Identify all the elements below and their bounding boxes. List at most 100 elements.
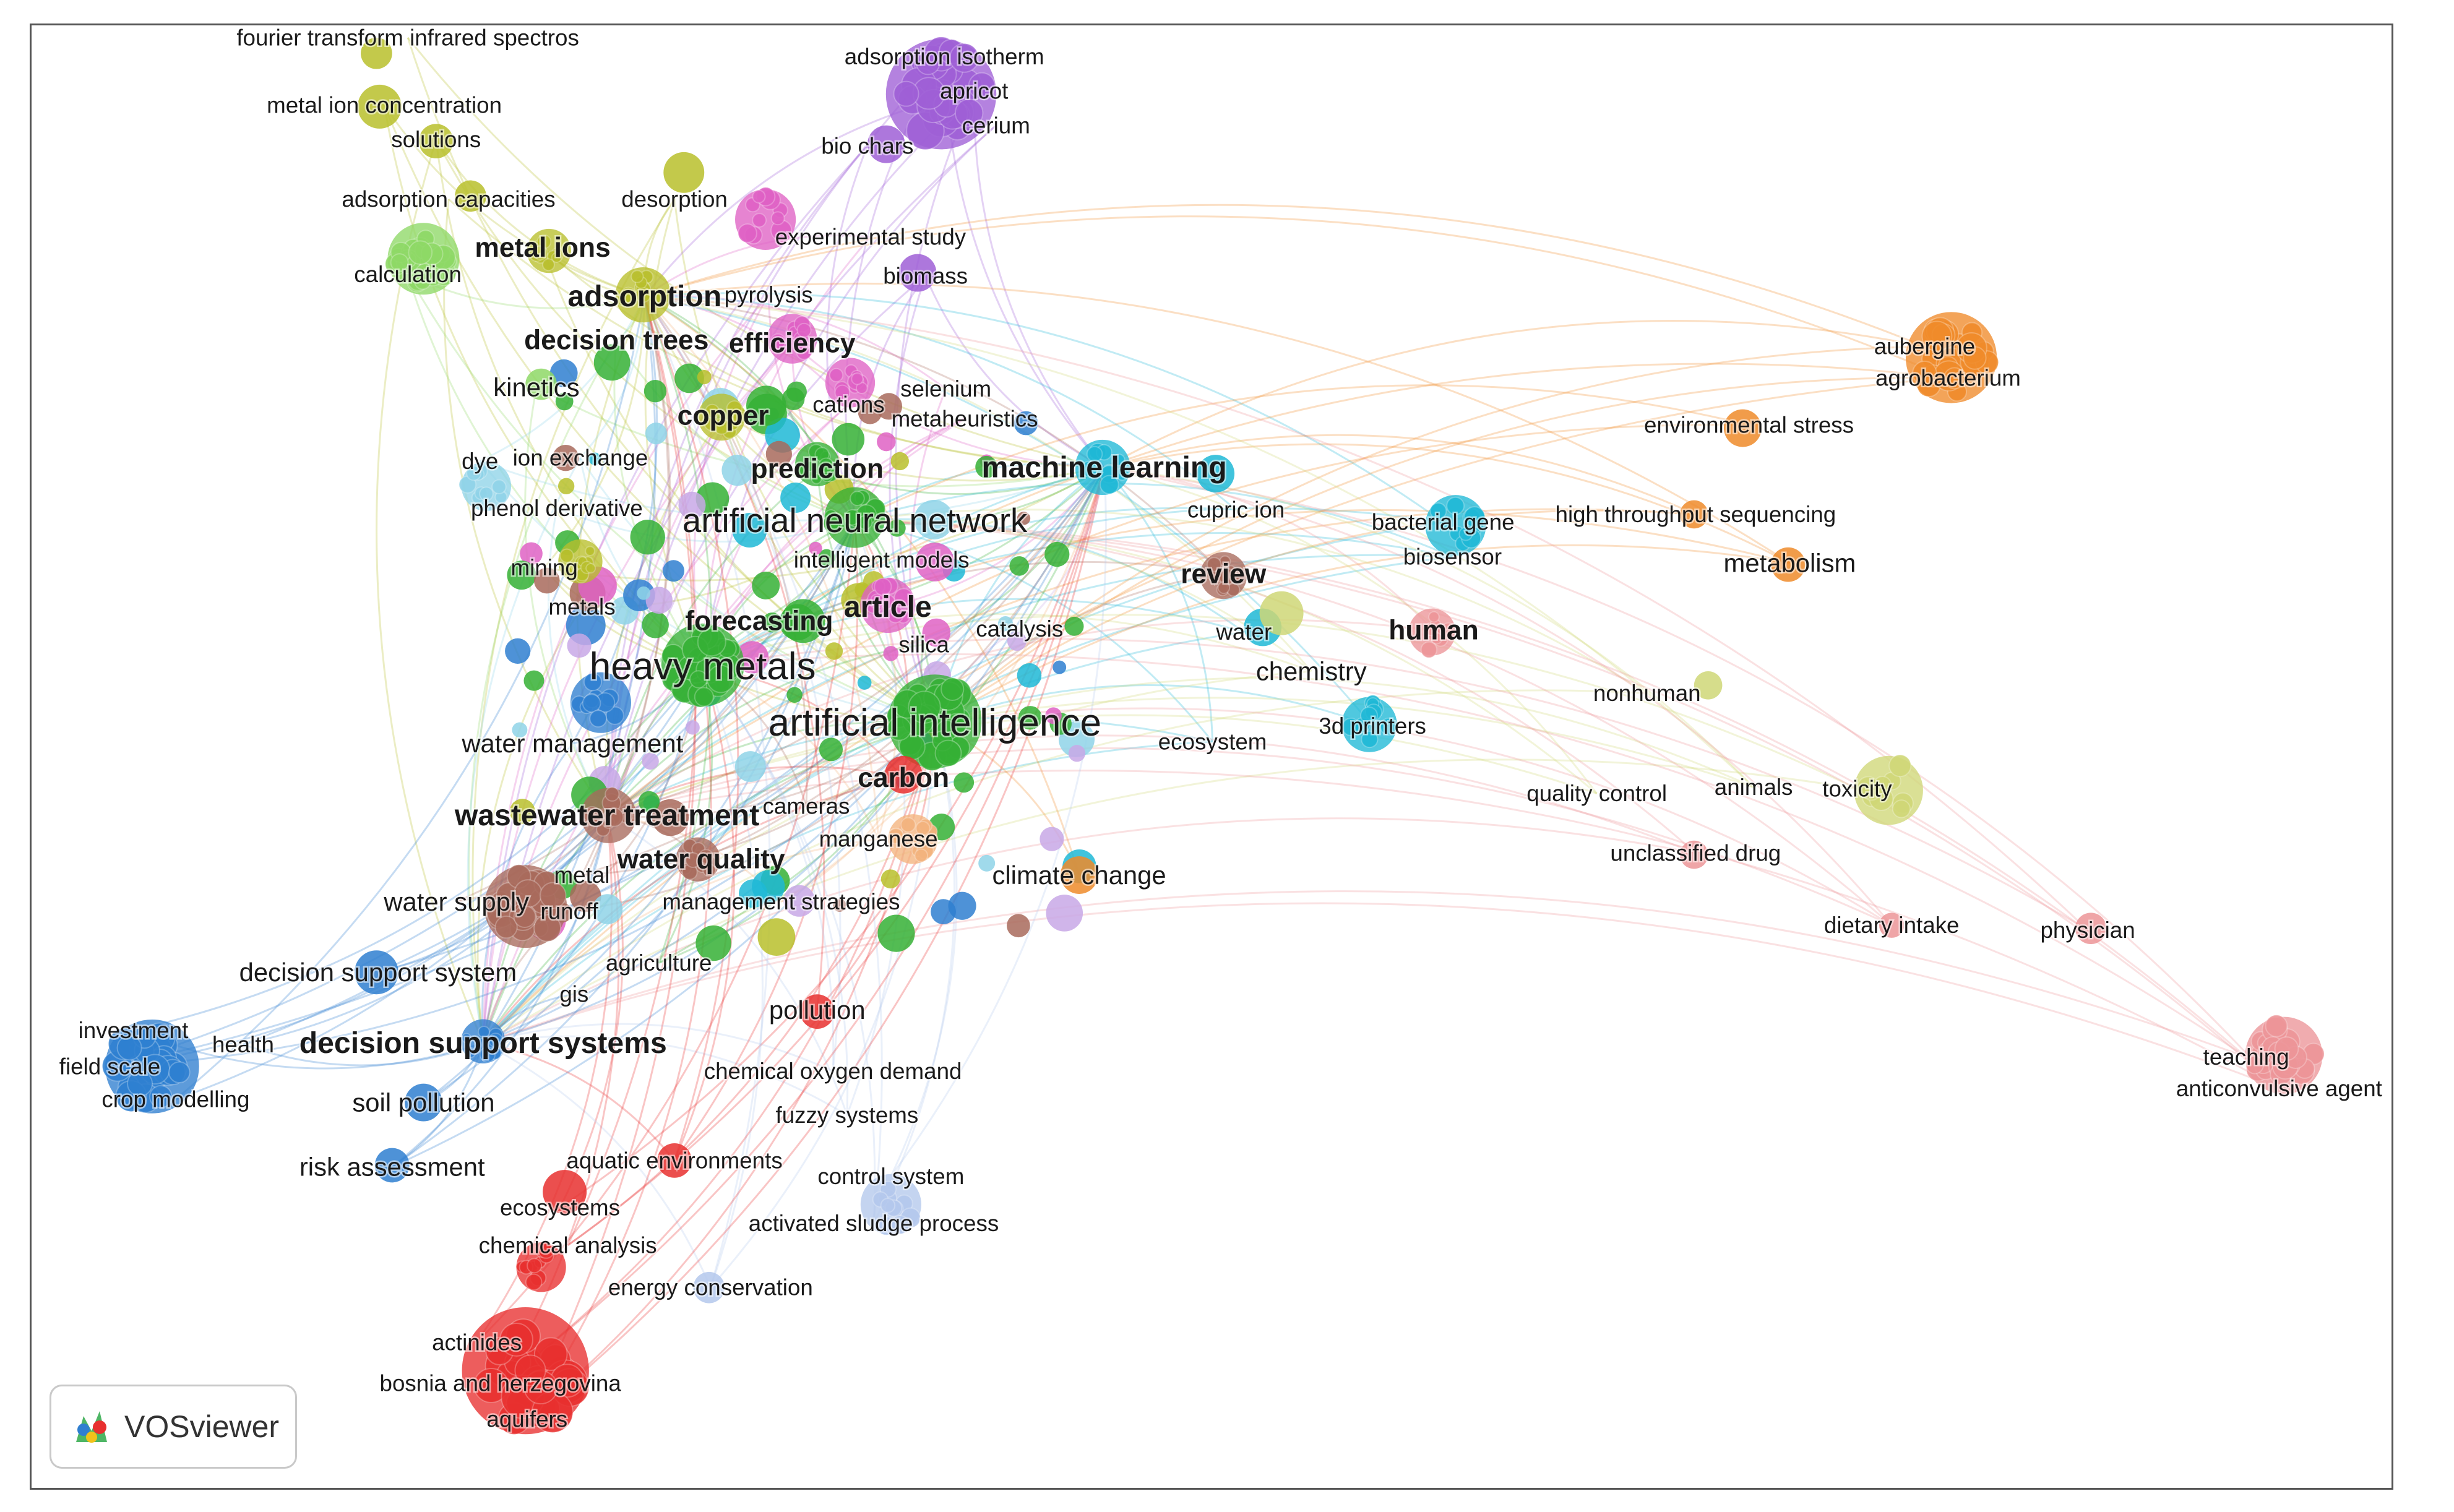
minor-node[interactable] [915, 543, 955, 582]
node-pollution[interactable] [799, 994, 835, 1029]
node-copper[interactable] [698, 393, 747, 441]
minor-node[interactable] [1017, 512, 1031, 525]
node-label-physician[interactable]: physician [2039, 916, 2137, 944]
node-label-management-strategies[interactable]: management strategies [661, 888, 902, 916]
node-aubergine[interactable] [1905, 312, 1999, 403]
node-label-aquifers[interactable]: aquifers [485, 1405, 569, 1433]
node-bio-chars[interactable] [867, 125, 905, 163]
node-forecasting[interactable] [781, 599, 825, 643]
node-label-human[interactable]: human [1387, 614, 1480, 647]
node-label-silica[interactable]: silica [897, 630, 951, 659]
minor-node[interactable] [732, 513, 767, 548]
node-label-soil-pollution[interactable]: soil pollution [351, 1086, 496, 1119]
minor-node[interactable] [765, 440, 793, 468]
node-human[interactable] [1408, 608, 1457, 659]
minor-node[interactable] [697, 370, 712, 385]
minor-node[interactable] [954, 772, 975, 793]
minor-node[interactable] [762, 612, 783, 633]
minor-node[interactable] [638, 791, 660, 812]
minor-node[interactable] [567, 633, 592, 658]
minor-node[interactable] [520, 542, 543, 565]
minor-node[interactable] [809, 541, 822, 556]
minor-node[interactable] [832, 423, 865, 456]
node-label-chemical-analysis[interactable]: chemical analysis [477, 1231, 658, 1260]
node-metal-ions[interactable] [527, 228, 571, 273]
node-label-adsorption-capacities[interactable]: adsorption capacities [340, 185, 557, 213]
minor-node[interactable] [1009, 556, 1030, 576]
node-physician[interactable] [2075, 913, 2107, 945]
node-label-forecasting[interactable]: forecasting [684, 604, 835, 638]
minor-node[interactable] [663, 560, 684, 582]
node-label-3d-printers[interactable]: 3d printers [1317, 712, 1428, 741]
node-label-agrobacterium[interactable]: agrobacterium [1874, 364, 2023, 392]
node-adsorption-capacities[interactable] [455, 180, 486, 212]
node-label-health[interactable]: health [210, 1030, 275, 1059]
node-label-actinides[interactable]: actinides [431, 1328, 523, 1357]
minor-node[interactable] [1053, 660, 1067, 674]
node-toxicity[interactable] [1854, 754, 1923, 825]
node-label-metabolism[interactable]: metabolism [1722, 547, 1858, 579]
minor-node[interactable] [533, 567, 560, 594]
node-ecosystems[interactable] [543, 1170, 587, 1214]
minor-node[interactable] [978, 854, 996, 872]
node-label-water-supply[interactable]: water supply [382, 886, 531, 918]
minor-node[interactable] [505, 638, 531, 664]
node-label-metal-ion-concentration[interactable]: metal ion concentration [265, 91, 504, 119]
node-label-energy-conservation[interactable]: energy conservation [606, 1273, 814, 1302]
node-soil-pollution[interactable] [405, 1083, 442, 1122]
minor-node[interactable] [1064, 616, 1084, 636]
node-label-wastewater-treatment[interactable]: wastewater treatment [452, 797, 760, 834]
minor-node[interactable] [877, 432, 896, 452]
minor-node[interactable] [914, 500, 954, 539]
minor-node[interactable] [780, 483, 811, 513]
minor-node[interactable] [642, 752, 659, 770]
node-label-review[interactable]: review [1179, 557, 1268, 591]
minor-node[interactable] [637, 586, 651, 600]
node-high-throughput-sequencing[interactable] [1679, 500, 1708, 529]
node-label-cerium[interactable]: cerium [960, 111, 1031, 140]
node-label-metal-ions[interactable]: metal ions [473, 231, 612, 265]
node-water-management[interactable] [570, 672, 631, 733]
node-label-manganese[interactable]: manganese [817, 825, 939, 853]
minor-node[interactable] [880, 869, 900, 889]
node-label-pollution[interactable]: pollution [767, 994, 867, 1026]
node-label-efficiency[interactable]: efficiency [727, 327, 857, 360]
node-metal-ion-concentration[interactable] [357, 84, 402, 129]
minor-node[interactable] [757, 918, 796, 956]
node-label-biomass[interactable]: biomass [882, 262, 970, 290]
node-mining[interactable] [558, 539, 603, 584]
node-label-investment[interactable]: investment [77, 1016, 190, 1044]
minor-node[interactable] [552, 444, 579, 471]
minor-node[interactable] [593, 344, 631, 381]
node-energy-conservation[interactable] [693, 1271, 725, 1304]
node-label-biosensor[interactable]: biosensor [1401, 543, 1503, 571]
minor-node[interactable] [570, 880, 601, 913]
node-environmental-stress[interactable] [1723, 409, 1762, 447]
node-label-phenol-derivative[interactable]: phenol derivative [469, 494, 644, 522]
minor-node[interactable] [507, 561, 536, 590]
node-label-water-quality[interactable]: water quality [615, 843, 786, 876]
node-climate-change[interactable] [1060, 856, 1098, 894]
minor-node[interactable] [555, 392, 574, 411]
node-label-ecosystems[interactable]: ecosystems [498, 1193, 621, 1222]
minor-node[interactable] [695, 925, 731, 961]
node-label-control-system[interactable]: control system [816, 1162, 966, 1190]
node-label-bio-chars[interactable]: bio chars [820, 132, 915, 160]
node-experimental-study[interactable] [735, 186, 796, 250]
node-cations[interactable] [825, 358, 876, 408]
node-label-machine-learning[interactable]: machine learning [980, 449, 1228, 486]
node-label-solutions[interactable]: solutions [390, 126, 483, 154]
node-label-anticonvulsive-agent[interactable]: anticonvulsive agent [2174, 1074, 2383, 1102]
node-adsorption[interactable] [615, 267, 671, 323]
node-label-artificial-intelligence[interactable]: artificial intelligence [767, 700, 1103, 746]
node-kinetics[interactable] [525, 368, 557, 400]
minor-node[interactable] [818, 549, 835, 566]
node-label-ion-exchange[interactable]: ion exchange [511, 444, 650, 472]
node-label-cupric-ion[interactable]: cupric ion [1186, 496, 1286, 524]
minor-node[interactable] [1007, 914, 1030, 938]
node-label-unclassified-drug[interactable]: unclassified drug [1609, 839, 1783, 867]
minor-node[interactable] [674, 363, 704, 393]
node-unclassified-drug[interactable] [1679, 840, 1708, 869]
node-risk-assessment[interactable] [374, 1148, 410, 1183]
node-manganese[interactable] [887, 814, 938, 864]
